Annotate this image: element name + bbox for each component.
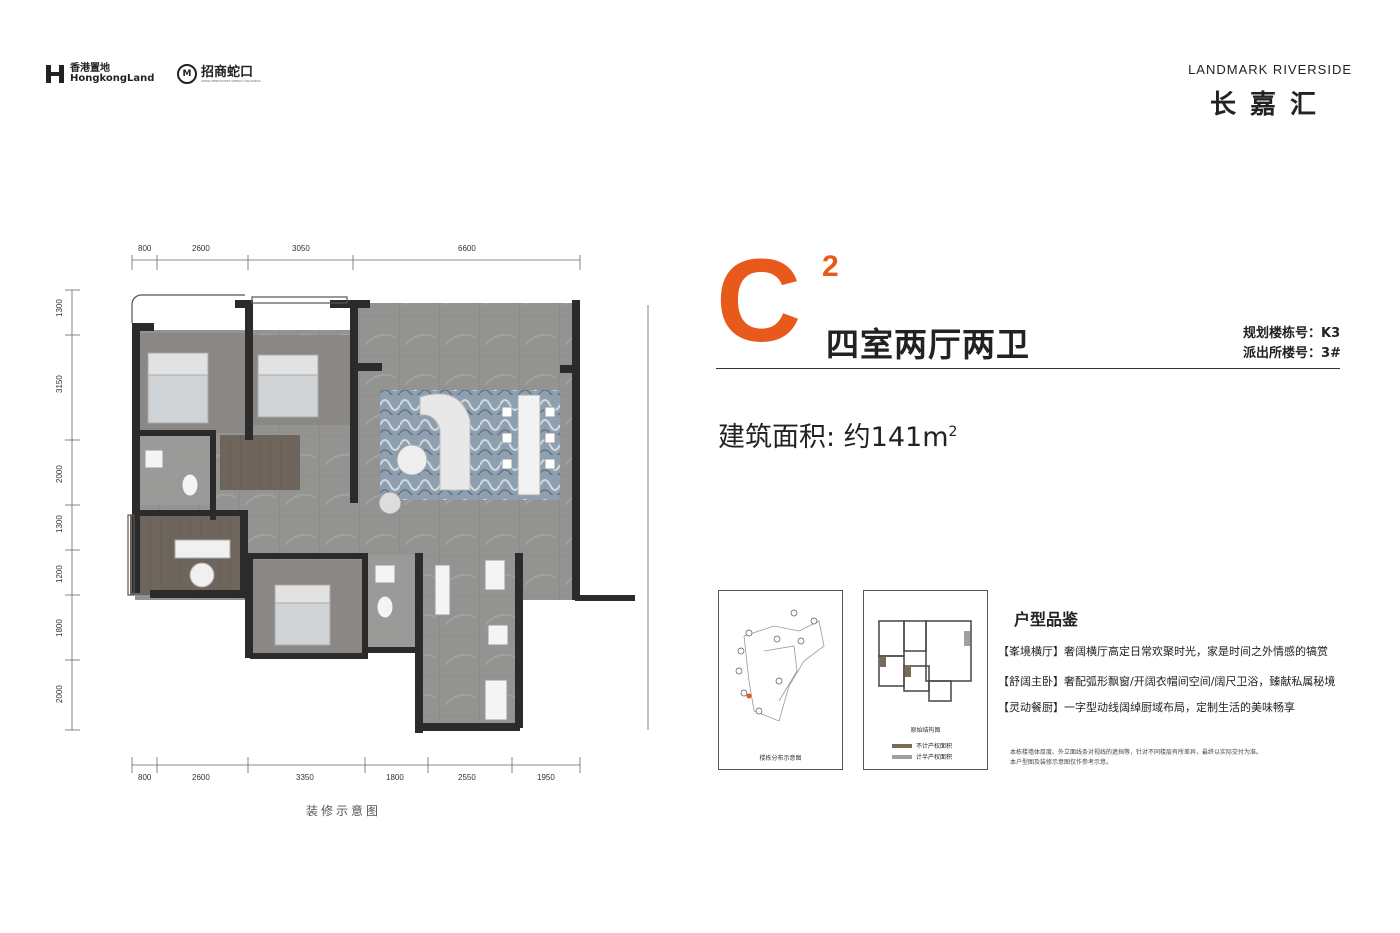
legend-brown-swatch: [892, 743, 912, 748]
dim-top-1: 2600: [192, 244, 210, 253]
brand2-en: CHINA MERCHANTS SHEKOU HOLDINGS: [201, 78, 261, 83]
living-furniture: [378, 390, 560, 515]
project-name-cn: 长嘉汇: [1209, 90, 1330, 120]
disclaimer-line: 本栋楼墙体厚度、外立面线条对视线的遮挡等，针对不同楼层有所差异，最终以实际交付为…: [1010, 749, 1263, 756]
china-merchants-mark-icon: M: [177, 64, 197, 84]
floor-plan: 800 2600 3050 6600 800 2600 3350 1800 25…: [55, 244, 649, 782]
area-text: 建筑面积: 约141m: [718, 422, 949, 453]
feature-item: 【灵动餐厨】一字型动线阔绰厨域布局，定制生活的美味畅享: [998, 701, 1295, 714]
brand1-en: HongkongLand: [70, 73, 155, 84]
fixtures: [144, 449, 509, 721]
hongkong-land-logo: 香港置地 HongkongLand: [46, 64, 154, 84]
balcony-floor: [352, 303, 572, 335]
legend-not-counted: 不计产权面积: [892, 741, 952, 750]
dim-top-2: 3050: [292, 244, 310, 253]
disclaimer: 本栋楼墙体厚度、外立面线条对视线的遮挡等，针对不同楼层有所差异，最终以实际交付为…: [1010, 748, 1350, 768]
title-divider: [716, 368, 1340, 369]
dim-left-0: 1300: [55, 299, 64, 317]
dim-left-4: 1200: [55, 565, 64, 583]
project-name-en: LANDMARK RIVERSIDE: [1188, 62, 1352, 77]
bay-windows: [127, 294, 348, 596]
dim-bottom-1: 2600: [192, 773, 210, 782]
site-caption: 楼栋分布示意图: [759, 755, 802, 762]
dim-bottom-4: 2550: [458, 773, 476, 782]
bathroom1-floor: [138, 435, 213, 505]
original-structure-thumbnail: 原始结构图 不计产权面积 计半产权面积: [863, 590, 988, 770]
planned-building-number: 规划楼栋号：K3: [1243, 326, 1341, 341]
police-building-number: 派出所楼号：3#: [1243, 346, 1341, 361]
dim-bottom-5: 1950: [537, 773, 555, 782]
walls: [132, 300, 635, 733]
dim-left-6: 2000: [55, 685, 64, 703]
dim-top-0: 800: [138, 244, 152, 253]
dim-bottom-0: 800: [138, 773, 152, 782]
plan-caption: 装修示意图: [306, 804, 382, 818]
building-area: 建筑面积: 约141m2: [718, 415, 957, 454]
china-merchants-logo: M 招商蛇口 CHINA MERCHANTS SHEKOU HOLDINGS: [177, 64, 261, 84]
dim-left-2: 2000: [55, 465, 64, 483]
unit-letter: C: [716, 235, 802, 367]
area-sup: 2: [948, 424, 958, 440]
feature-item: 【舒阔主卧】奢配弧形飘窗/开阔衣帽间空间/阔尺卫浴，臻献私属秘境: [998, 675, 1336, 688]
beds: [147, 352, 331, 646]
dim-left-1: 3150: [55, 375, 64, 393]
dim-top-3: 6600: [458, 244, 476, 253]
dim-bottom-3: 1800: [386, 773, 404, 782]
dim-left-5: 1800: [55, 619, 64, 637]
feature-item: 【峯境横厅】奢阔横厅高定日常欢聚时光，家是时间之外情感的犒赏: [998, 645, 1328, 658]
features-title: 户型品鉴: [1014, 610, 1079, 629]
dimension-labels: 800 2600 3050 6600 800 2600 3350 1800 25…: [55, 244, 555, 782]
unit-layout-type: 四室两厅两卫: [826, 325, 1030, 364]
legend-half-counted-label: 计半产权面积: [916, 754, 953, 761]
legend-gray-swatch: [892, 754, 912, 759]
hongkong-land-mark-icon: [46, 65, 64, 83]
corridor-wood: [220, 435, 300, 490]
dimension-lines: [65, 255, 649, 773]
site-distribution-thumbnail: 楼栋分布示意图: [718, 590, 843, 770]
disclaimer-line: 本户型图及装修示意图仅作参考示意。: [1010, 759, 1113, 766]
orig-caption: 原始结构图: [910, 727, 941, 734]
brand1-cn: 香港置地: [70, 63, 110, 74]
legend-half-counted: 计半产权面积: [892, 752, 952, 761]
dim-left-3: 1300: [55, 515, 64, 533]
site-map-icon: [735, 609, 825, 722]
dim-bottom-2: 3350: [296, 773, 314, 782]
original-plan-icon: [878, 620, 972, 702]
brand2-cn: 招商蛇口: [201, 64, 254, 80]
unit-superscript: 2: [822, 250, 839, 283]
legend-not-counted-label: 不计产权面积: [916, 743, 953, 750]
